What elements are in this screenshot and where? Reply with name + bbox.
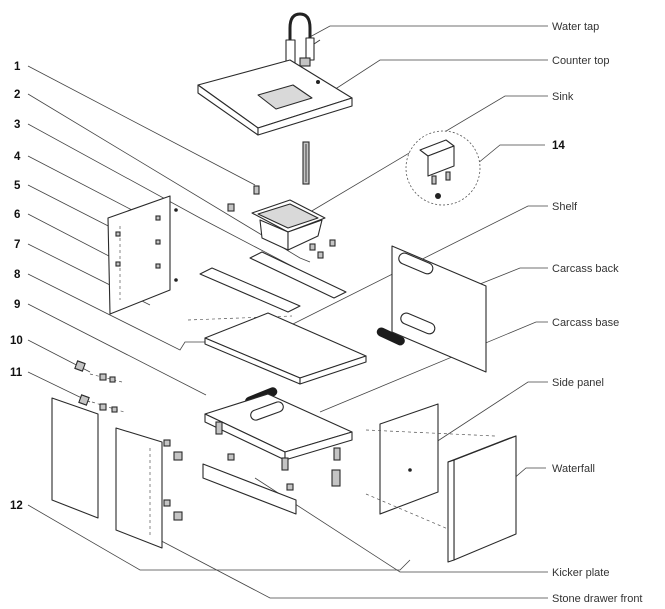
shelf-part [204,312,367,385]
leader-9 [27,303,207,396]
number-12: 12 [10,500,23,512]
label-kicker-plate: Kicker plate [552,567,609,579]
bracket-detail-circle [405,130,481,206]
number-8: 8 [14,269,21,281]
part-labels: Water tap Counter top Sink Shelf Carcass… [552,21,643,605]
label-stone-drawer-front: Stone drawer front [552,593,643,605]
leader-stone-drawer-front [149,534,548,599]
leader-2 [27,93,311,263]
number-4: 4 [14,151,21,163]
number-2: 2 [14,89,20,101]
kicker-plate-part [202,453,297,515]
label-counter-top: Counter top [552,55,609,67]
number-3: 3 [14,119,20,131]
number-10: 10 [10,335,23,347]
number-9: 9 [14,299,20,311]
number-11: 11 [10,367,23,379]
number-6: 6 [14,209,20,221]
number-14: 14 [552,140,565,152]
leader-4 [27,155,133,211]
water-tap-part [285,12,321,69]
label-carcass-back: Carcass back [552,263,619,275]
left-carcass-side-part [107,195,178,315]
label-side-panel: Side panel [552,377,604,389]
label-leaders [149,25,548,599]
leader-shelf [284,205,548,329]
leader-12 [27,504,411,571]
leader-sink [304,95,548,216]
leader-carcass-base [319,321,548,413]
number-7: 7 [14,239,20,251]
leader-water-tap [307,25,548,39]
label-carcass-base: Carcass base [552,317,619,329]
stone-drawer-front-parts [51,397,163,549]
label-waterfall: Waterfall [552,463,595,475]
number-5: 5 [14,180,21,192]
leader-carcass-back [474,267,548,287]
hinge-hardware [74,360,183,521]
side-panel-part [365,403,496,533]
sink-fixings [227,185,336,259]
sink-part [251,199,326,251]
carcass-back-part [391,245,487,373]
label-shelf: Shelf [552,201,578,213]
part-numbers: 1 2 3 4 5 6 7 8 9 10 11 12 14 [10,61,565,512]
leader-kicker-plate [254,477,548,573]
leader-side-panel [429,381,548,447]
rail-parts [187,251,347,321]
leader-1 [27,65,256,186]
drain-pipe-part [302,141,310,185]
number-leaders [27,65,411,571]
waterfall-part [447,435,517,563]
carcass-base-part [204,393,353,487]
leader-11 [27,371,91,403]
label-water-tap: Water tap [552,21,599,33]
counter-top-part [197,59,353,136]
label-sink: Sink [552,91,574,103]
leader-5 [27,184,121,233]
number-1: 1 [14,61,21,73]
